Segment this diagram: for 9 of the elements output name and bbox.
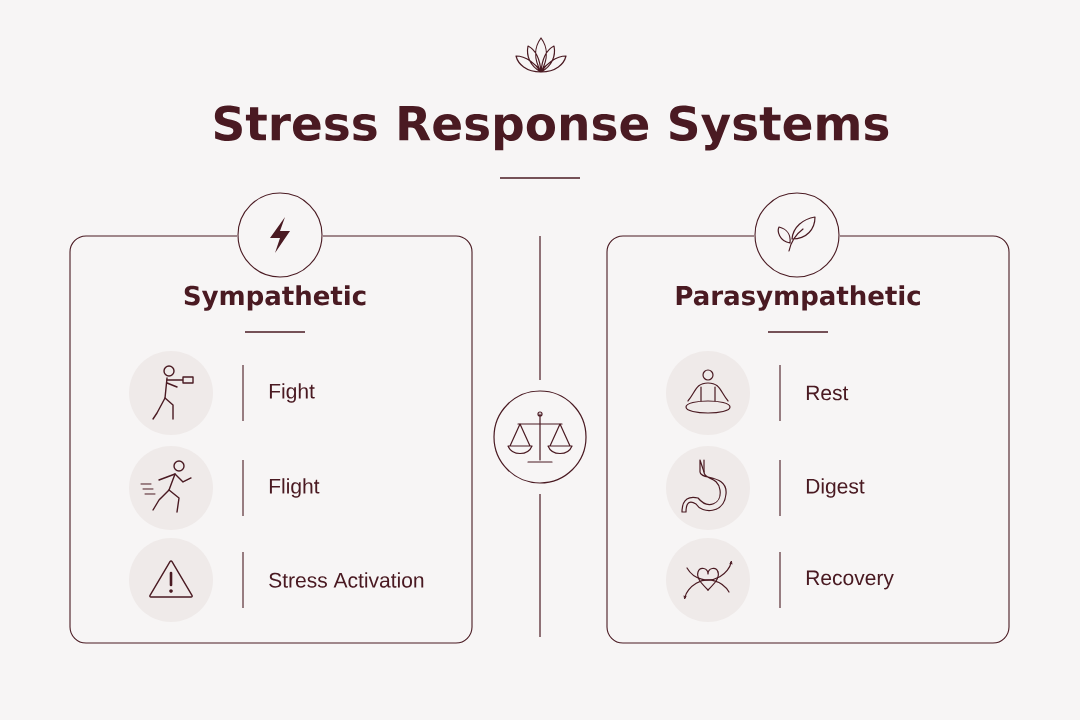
node-label: Sympathetic bbox=[184, 285, 366, 311]
item-label: Flight bbox=[269, 478, 320, 498]
item-label: Fight bbox=[269, 383, 315, 403]
node-label: Parasympathetic bbox=[676, 285, 920, 311]
item-label: Recovery bbox=[806, 570, 894, 590]
item-label: Digest bbox=[806, 478, 865, 498]
title: Stress Response Systems bbox=[214, 105, 889, 151]
item-label: Rest bbox=[806, 385, 849, 401]
item-label: Stress Activation bbox=[269, 572, 424, 588]
